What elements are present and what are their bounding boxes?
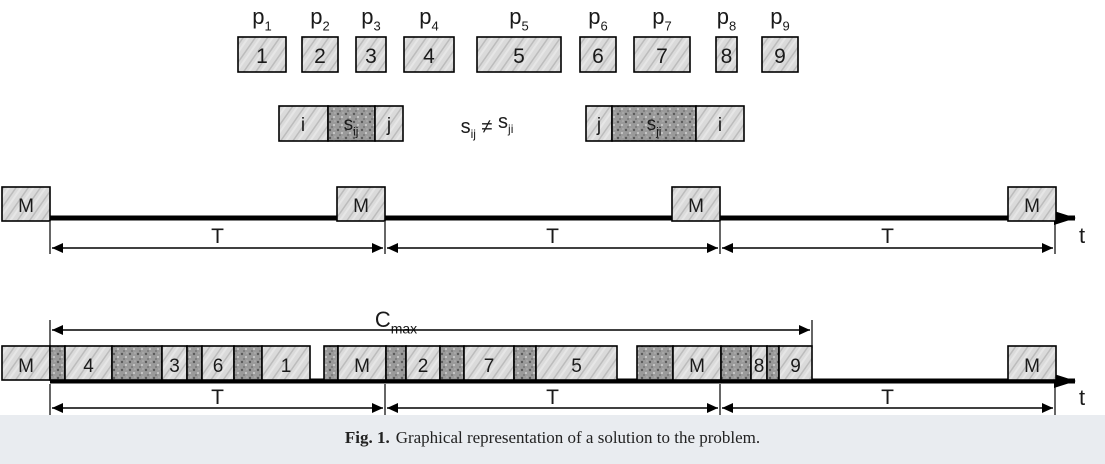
maintenance-box-bottom-1 bbox=[1, 345, 51, 381]
time-axis-label-bottom: t bbox=[1079, 385, 1085, 410]
job-box-6 bbox=[579, 36, 617, 73]
period-label-top-1: T bbox=[211, 225, 224, 248]
job-number-8: 8 bbox=[721, 45, 733, 68]
setup-inequality: sij ≠ sji bbox=[461, 111, 514, 141]
setup-left-setup-label: sij bbox=[344, 114, 359, 139]
maintenance-label-bottom-6: M bbox=[354, 356, 370, 377]
maintenance-label-bottom-10: M bbox=[689, 356, 705, 377]
cmax-label: Cmax bbox=[375, 307, 417, 337]
job-number-1: 1 bbox=[256, 45, 268, 68]
job-box-9 bbox=[761, 36, 799, 73]
setup-left-setup bbox=[327, 105, 376, 142]
setup-right-first-label: j bbox=[596, 115, 601, 136]
setup-right-setup bbox=[611, 105, 697, 142]
job-block-label-2: 4 bbox=[83, 356, 94, 377]
processing-time-label-6: p6 bbox=[588, 4, 607, 34]
maintenance-label-bottom-13: M bbox=[1024, 356, 1040, 377]
setup-block-6 bbox=[186, 345, 203, 381]
period-label-bottom-2: T bbox=[546, 386, 559, 409]
time-axis-label-top: t bbox=[1079, 223, 1085, 248]
job-number-9: 9 bbox=[774, 45, 786, 68]
processing-time-label-1: p1 bbox=[252, 4, 271, 34]
maintenance-label-bottom-1: M bbox=[18, 356, 34, 377]
job-block-4 bbox=[261, 345, 311, 381]
setup-right-job-j bbox=[585, 105, 613, 142]
job-block-7 bbox=[535, 345, 618, 381]
setup-block-2 bbox=[49, 345, 66, 381]
processing-time-label-7: p7 bbox=[652, 4, 671, 34]
setup-block-10 bbox=[323, 345, 339, 381]
maintenance-box-top-4 bbox=[1007, 186, 1057, 222]
job-block-label-3: 3 bbox=[169, 356, 180, 377]
job-box-4 bbox=[403, 36, 455, 73]
job-block-label-9: 5 bbox=[571, 356, 582, 377]
setup-right-last-label: i bbox=[718, 115, 722, 136]
job-number-5: 5 bbox=[513, 45, 525, 68]
job-block-1 bbox=[64, 345, 113, 381]
job-block-label-7: 2 bbox=[418, 356, 429, 377]
job-legend: p1 1 p2 2 p3 3 p4 4 p5 5 p6 6 p7 7 p8 8 p9 9 bbox=[237, 4, 799, 73]
maintenance-box-top-1 bbox=[1, 186, 51, 222]
setup-time-example: i sij j sij ≠ sji j sji i bbox=[278, 105, 745, 142]
processing-time-label-8: p8 bbox=[717, 4, 736, 34]
job-box-3 bbox=[355, 36, 387, 73]
setup-left-first-label: i bbox=[301, 115, 305, 136]
job-number-4: 4 bbox=[423, 45, 435, 68]
job-box-5 bbox=[476, 36, 562, 73]
setup-block-18 bbox=[636, 345, 674, 381]
period-label-top-3: T bbox=[881, 225, 894, 248]
maintenance-box-bottom-19 bbox=[672, 345, 722, 381]
setup-right-job-i bbox=[695, 105, 745, 142]
schedule-diagram: p1 1 p2 2 p3 3 p4 4 p5 5 p6 6 p7 7 p8 8 p9 9 i sij j sij ≠ s… bbox=[1, 4, 1085, 416]
job-number-6: 6 bbox=[592, 45, 604, 68]
job-box-8 bbox=[715, 36, 738, 73]
figure-caption: Fig. 1. Graphical representation of a sol… bbox=[0, 428, 1105, 448]
job-block-label-5: 1 bbox=[281, 356, 292, 377]
setup-block-8 bbox=[233, 345, 263, 381]
setup-block-20 bbox=[720, 345, 752, 381]
job-block-label-11: 8 bbox=[754, 356, 765, 377]
job-box-7 bbox=[633, 36, 691, 73]
processing-time-label-3: p3 bbox=[361, 4, 380, 34]
figure-number: Fig. 1. bbox=[344, 428, 390, 447]
setup-block-12 bbox=[385, 345, 407, 381]
job-box-1 bbox=[237, 36, 287, 73]
job-block-6 bbox=[463, 345, 515, 381]
figure-caption-text: Graphical representation of a solution t… bbox=[395, 428, 761, 447]
setup-right-setup-label: sji bbox=[647, 114, 662, 139]
job-number-7: 7 bbox=[656, 45, 668, 68]
maintenance-box-bottom-24 bbox=[1007, 345, 1057, 381]
job-block-label-12: 9 bbox=[790, 356, 801, 377]
setup-left-job-j bbox=[374, 105, 404, 142]
setup-block-16 bbox=[513, 345, 537, 381]
job-number-3: 3 bbox=[365, 45, 377, 68]
processing-time-label-4: p4 bbox=[419, 4, 438, 34]
job-block-9 bbox=[778, 345, 813, 381]
maintenance-label-top-2: M bbox=[353, 196, 369, 217]
period-label-bottom-1: T bbox=[211, 386, 224, 409]
maintenance-label-top-1: M bbox=[18, 196, 34, 217]
maintenance-timeline: M M M Mt T T T bbox=[1, 186, 1085, 254]
setup-block-4 bbox=[111, 345, 163, 381]
maintenance-box-top-3 bbox=[671, 186, 721, 222]
setup-left-last-label: j bbox=[386, 115, 391, 136]
job-box-2 bbox=[301, 36, 339, 73]
processing-time-label-5: p5 bbox=[509, 4, 528, 34]
job-block-5 bbox=[405, 345, 441, 381]
maintenance-label-top-3: M bbox=[688, 196, 704, 217]
diagram-canvas: p1 1 p2 2 p3 3 p4 4 p5 5 p6 6 p7 7 p8 8 p9 9 i sij j sij ≠ s… bbox=[0, 0, 1105, 416]
setup-block-22 bbox=[766, 345, 780, 381]
period-label-bottom-3: T bbox=[881, 386, 894, 409]
job-block-label-4: 6 bbox=[213, 356, 224, 377]
setup-block-14 bbox=[439, 345, 465, 381]
processing-time-label-2: p2 bbox=[310, 4, 329, 34]
job-number-2: 2 bbox=[314, 45, 326, 68]
maintenance-box-top-2 bbox=[336, 186, 386, 222]
job-block-label-8: 7 bbox=[484, 356, 495, 377]
period-label-top-2: T bbox=[546, 225, 559, 248]
maintenance-label-top-4: M bbox=[1024, 196, 1040, 217]
processing-time-label-9: p9 bbox=[770, 4, 789, 34]
